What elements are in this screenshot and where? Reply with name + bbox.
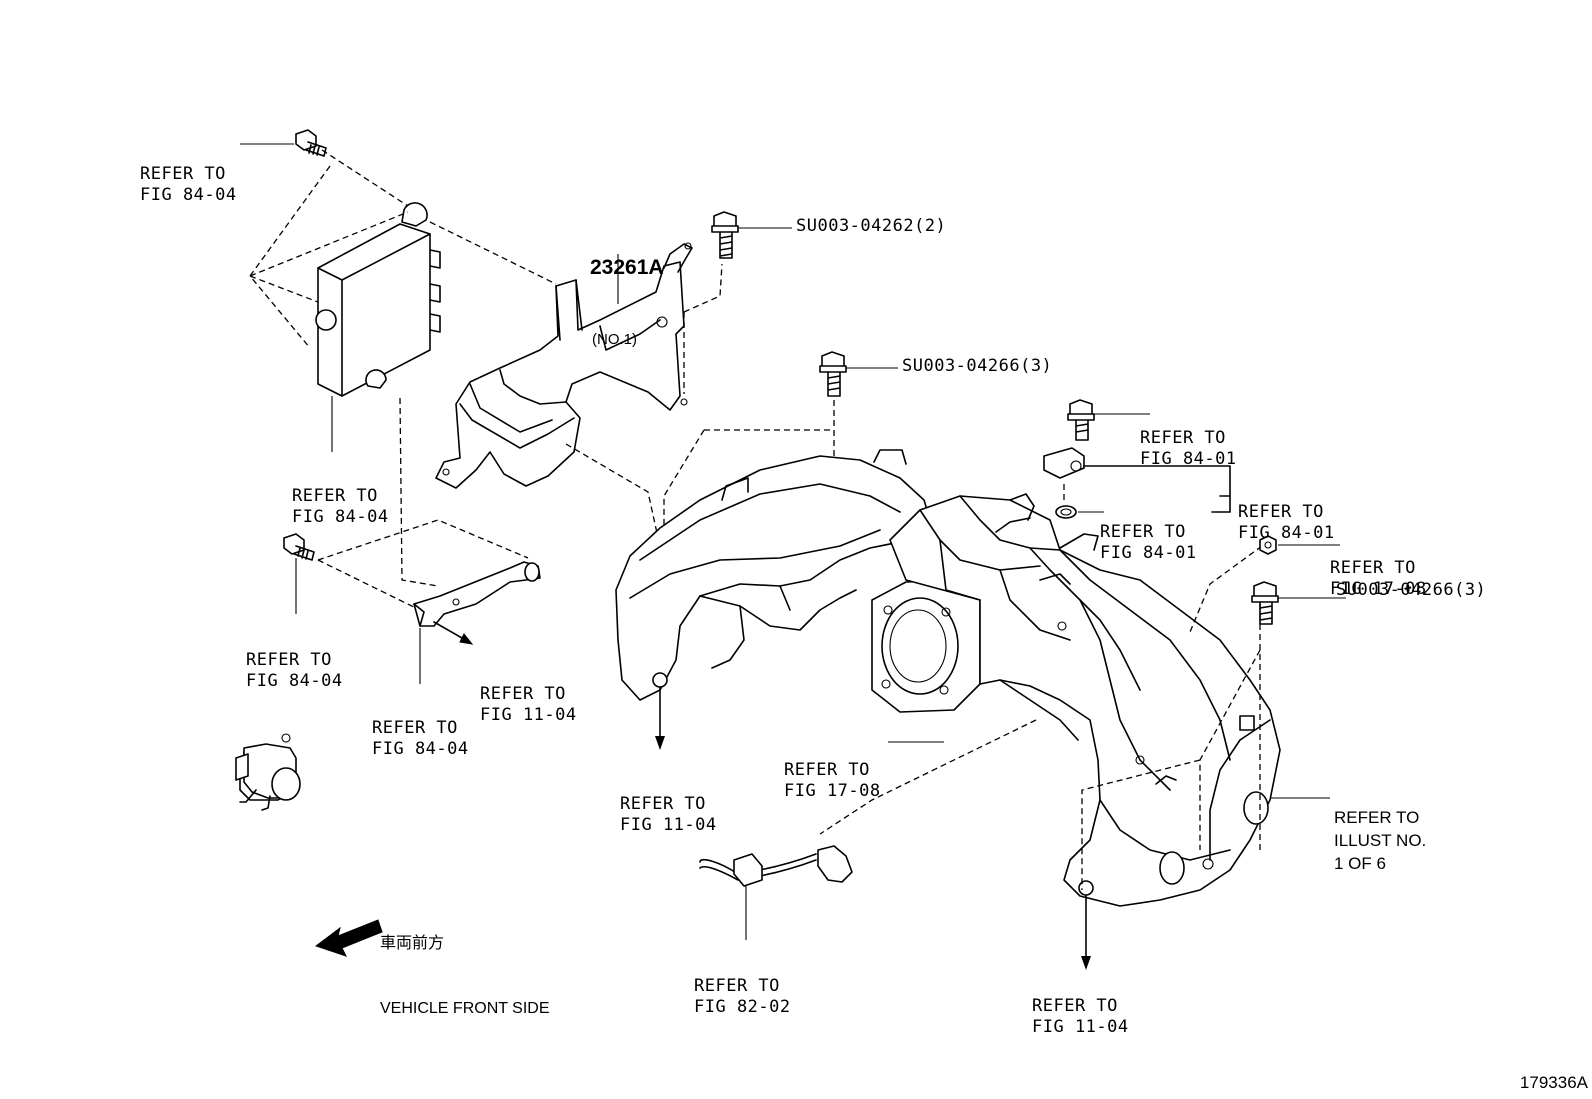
front-side-label: 車両前方 VEHICLE FRONT SIDE	[380, 933, 550, 1017]
stay-bracket-icon	[413, 561, 541, 684]
label-bolt-04266-right: SU003-04266(3)	[1336, 580, 1487, 600]
bracket-23261a-icon	[435, 242, 693, 489]
ecu-module-icon	[315, 202, 441, 452]
illustration-id: 179336A	[1519, 1073, 1588, 1092]
wire-harness-icon	[699, 845, 853, 940]
vsv-valve-icon	[235, 733, 944, 811]
intake-manifold-icon	[615, 449, 1330, 970]
bolt-sensor-icon	[1067, 399, 1150, 441]
o-ring-icon	[1055, 505, 1104, 519]
bolt-04266-top-icon	[819, 351, 898, 397]
bolt-04266-right-icon	[1251, 581, 1346, 625]
bolt-04262-icon	[711, 211, 792, 259]
label-part-23261a: 23261A (NO.1)	[590, 256, 664, 348]
bolt-left-icon	[283, 533, 315, 614]
label-bolt-04266-top: SU003-04266(3)	[902, 356, 1053, 376]
label-bolt-04262: SU003-04262(2)	[796, 216, 947, 236]
sensor-bracket-icon	[1043, 447, 1231, 513]
nut-icon	[1259, 535, 1340, 555]
bolt-top-left-icon	[240, 129, 327, 157]
front-direction-arrow-icon	[314, 919, 383, 957]
